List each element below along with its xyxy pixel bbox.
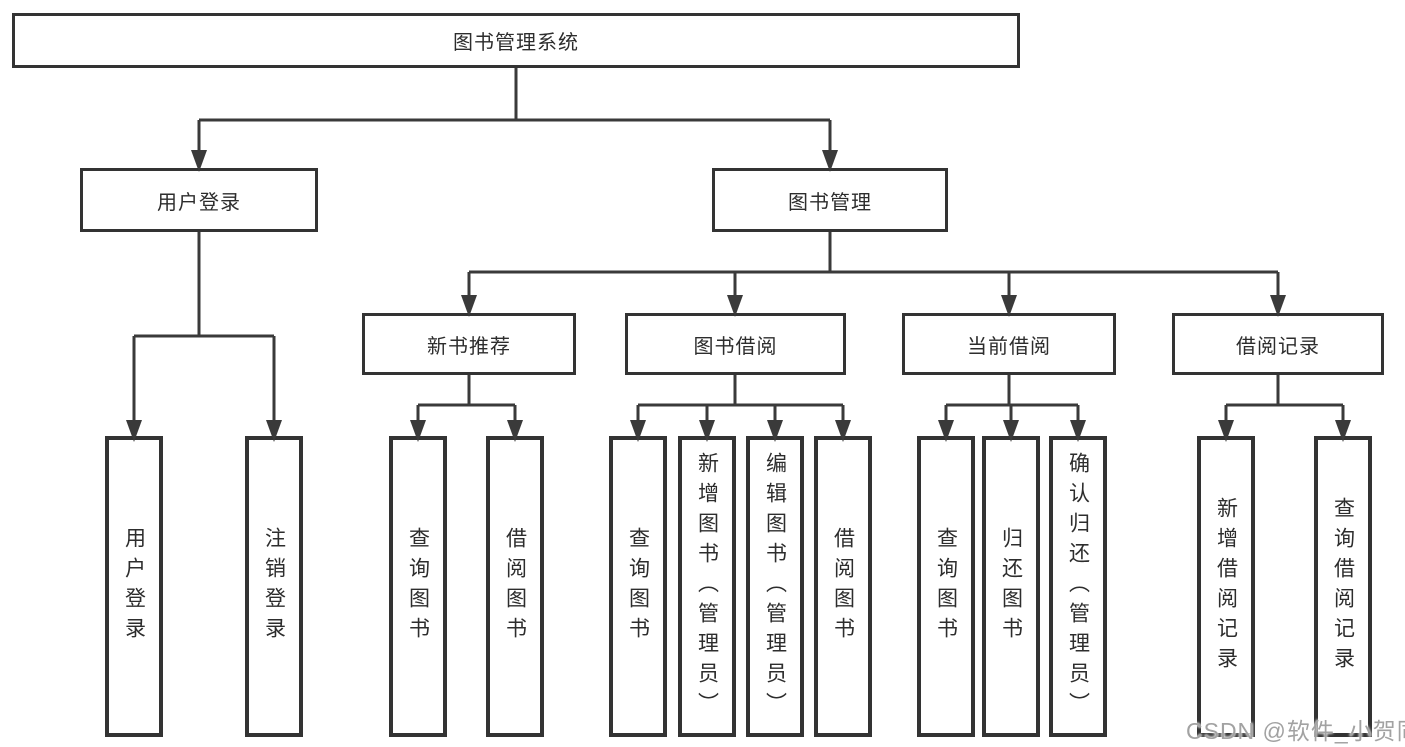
leaf-current-query-book-label: 查询图书: [934, 526, 958, 647]
node-borrow-records-label: 借阅记录: [1236, 335, 1320, 358]
leaf-borrow-borrow-book: 借阅图书: [814, 436, 872, 737]
leaf-records-add-record-label: 新增借阅记录: [1214, 496, 1238, 677]
leaf-records-query-record-label: 查询借阅记录: [1331, 496, 1355, 677]
node-new-book-recommend: 新书推荐: [362, 313, 576, 375]
leaf-recommend-borrow-book: 借阅图书: [486, 436, 544, 737]
leaf-borrow-add-book-admin-label: 新增图书（管理员）: [695, 451, 719, 722]
leaf-records-query-record: 查询借阅记录: [1314, 436, 1372, 737]
node-book-borrow: 图书借阅: [625, 313, 846, 375]
leaf-records-add-record: 新增借阅记录: [1197, 436, 1255, 737]
leaf-user-login-label: 用户登录: [122, 526, 146, 647]
node-borrow-records: 借阅记录: [1172, 313, 1384, 375]
leaf-user-login: 用户登录: [105, 436, 163, 737]
leaf-current-return-book: 归还图书: [982, 436, 1040, 737]
leaf-current-query-book: 查询图书: [917, 436, 975, 737]
leaf-recommend-query-book: 查询图书: [389, 436, 447, 737]
leaf-borrow-edit-book-admin: 编辑图书（管理员）: [746, 436, 804, 737]
leaf-borrow-add-book-admin: 新增图书（管理员）: [678, 436, 736, 737]
leaf-borrow-edit-book-admin-label: 编辑图书（管理员）: [763, 451, 787, 722]
node-book-management-label: 图书管理: [788, 191, 872, 214]
leaf-logout-label: 注销登录: [262, 526, 286, 647]
leaf-borrow-query-book: 查询图书: [609, 436, 667, 737]
leaf-current-confirm-return-admin: 确认归还（管理员）: [1049, 436, 1107, 737]
node-root-label: 图书管理系统: [453, 32, 579, 54]
node-book-management: 图书管理: [712, 168, 948, 232]
node-root-system: 图书管理系统: [12, 13, 1020, 68]
leaf-current-confirm-return-admin-label: 确认归还（管理员）: [1066, 451, 1090, 722]
leaf-borrow-query-book-label: 查询图书: [626, 526, 650, 647]
node-user-login-label: 用户登录: [157, 191, 241, 214]
leaf-logout: 注销登录: [245, 436, 303, 737]
csdn-watermark: CSDN @软件_小贺同学: [1186, 718, 1405, 744]
node-current-borrow-label: 当前借阅: [967, 335, 1051, 358]
node-user-login: 用户登录: [80, 168, 318, 232]
node-book-borrow-label: 图书借阅: [693, 335, 778, 358]
leaf-borrow-borrow-book-label: 借阅图书: [831, 526, 855, 647]
leaf-recommend-query-book-label: 查询图书: [406, 526, 430, 647]
leaf-current-return-book-label: 归还图书: [999, 526, 1023, 647]
leaf-recommend-borrow-book-label: 借阅图书: [503, 526, 527, 647]
node-current-borrow: 当前借阅: [902, 313, 1116, 375]
node-new-book-recommend-label: 新书推荐: [427, 335, 511, 358]
